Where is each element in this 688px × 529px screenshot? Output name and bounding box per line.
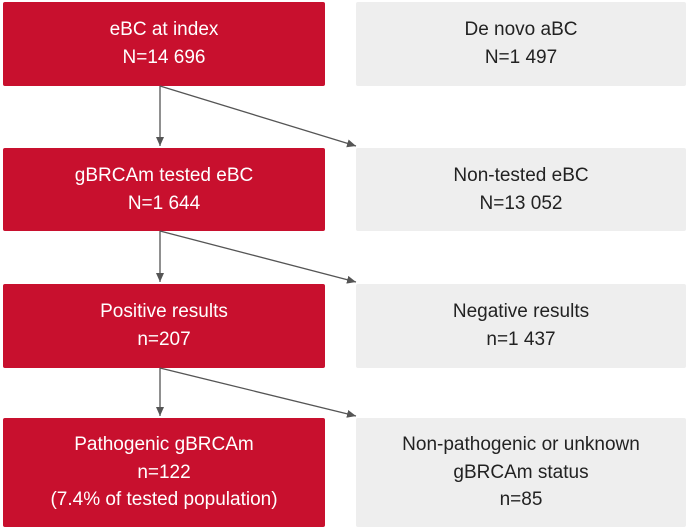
node-de-novo-abc-count: N=1 497 <box>484 47 558 68</box>
node-non-tested-ebc: Non-tested eBC N=13 052 <box>356 148 686 231</box>
node-non-pathogenic-unknown-label-1: Non-pathogenic or unknown <box>402 434 640 456</box>
node-gbrcam-tested-ebc: gBRCAm tested eBC N=1 644 <box>3 148 325 231</box>
arrow-positive-to-non-pathogenic <box>159 367 357 418</box>
node-pathogenic-gbrcam-percent: (7.4% of tested population) <box>50 489 278 511</box>
node-positive-results: Positive results n=207 <box>3 284 325 368</box>
node-de-novo-abc: De novo aBC N=1 497 <box>356 2 686 86</box>
node-gbrcam-tested-ebc-count: N=1 644 <box>127 192 201 214</box>
node-de-novo-abc-label: De novo aBC <box>464 19 578 41</box>
node-gbrcam-tested-ebc-label: gBRCAm tested eBC <box>74 164 254 186</box>
node-non-pathogenic-unknown-count: n=85 <box>499 489 543 511</box>
node-positive-results-count: n=207 <box>137 329 191 350</box>
node-ebc-at-index: eBC at index N=14 696 <box>3 2 325 86</box>
node-negative-results: Negative results n=1 437 <box>356 284 686 368</box>
node-pathogenic-gbrcam-label: Pathogenic gBRCAm <box>74 434 254 456</box>
node-negative-results-count: n=1 437 <box>486 329 556 350</box>
node-non-tested-ebc-label: Non-tested eBC <box>453 164 589 186</box>
node-non-pathogenic-unknown: Non-pathogenic or unknown gBRCAm status … <box>356 418 686 527</box>
node-pathogenic-gbrcam-count: n=122 <box>137 461 191 483</box>
node-negative-results-label: Negative results <box>452 301 590 323</box>
node-ebc-at-index-count: N=14 696 <box>122 47 206 68</box>
node-non-tested-ebc-count: N=13 052 <box>479 192 563 214</box>
node-positive-results-label: Positive results <box>100 301 228 323</box>
arrow-tested-to-negative <box>159 230 357 284</box>
arrow-index-to-non-tested <box>159 85 357 148</box>
node-pathogenic-gbrcam: Pathogenic gBRCAm n=122 (7.4% of tested … <box>3 418 325 527</box>
node-ebc-at-index-label: eBC at index <box>109 19 219 41</box>
node-non-pathogenic-unknown-label-2: gBRCAm status <box>453 461 589 483</box>
